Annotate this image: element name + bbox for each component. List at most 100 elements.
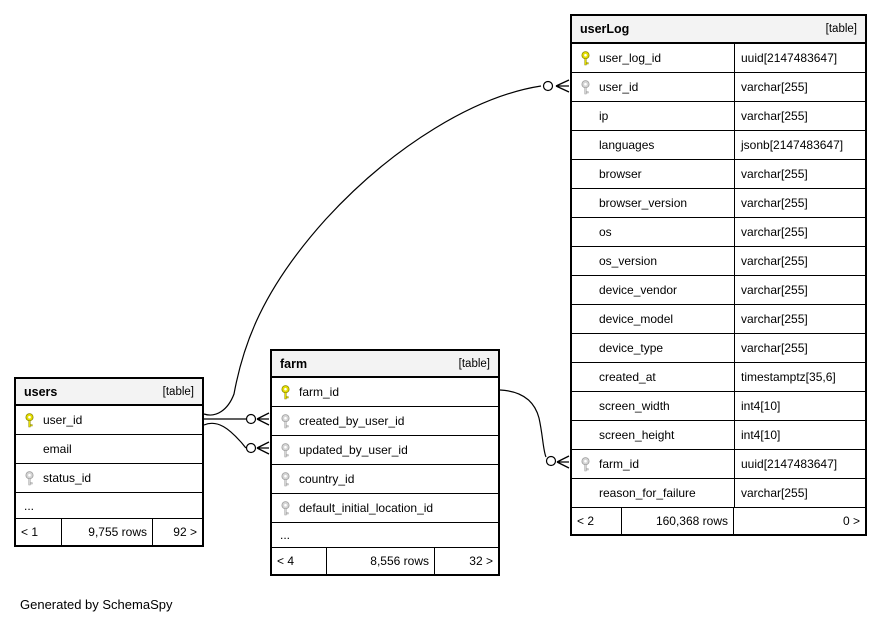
column-name: os	[599, 225, 612, 239]
table-farm-header[interactable]: farm [table]	[272, 351, 498, 378]
column-row[interactable]: device_type varchar[255]	[572, 334, 865, 363]
column-name: ip	[599, 109, 609, 123]
more-columns-indicator: ...	[16, 493, 202, 519]
table-title: farm	[280, 356, 308, 371]
key-icon-slot	[579, 109, 593, 124]
column-name: screen_width	[599, 399, 670, 413]
column-name: reason_for_failure	[599, 486, 696, 500]
table-users-header[interactable]: users [table]	[16, 379, 202, 406]
edge-users-farm-created-by	[204, 412, 270, 426]
column-name: browser_version	[599, 196, 688, 210]
column-type: varchar[255]	[741, 167, 808, 181]
column-row[interactable]: os varchar[255]	[572, 218, 865, 247]
primary-key-icon	[579, 50, 593, 66]
foreign-key-icon	[279, 442, 293, 458]
column-row[interactable]: screen_height int4[10]	[572, 421, 865, 450]
column-name: updated_by_user_id	[299, 443, 408, 457]
column-type: varchar[255]	[741, 341, 808, 355]
column-row[interactable]: device_model varchar[255]	[572, 305, 865, 334]
column-type: varchar[255]	[741, 283, 808, 297]
column-row[interactable]: browser varchar[255]	[572, 160, 865, 189]
table-users-footer: < 1 9,755 rows 92 >	[16, 519, 202, 545]
column-row[interactable]: updated_by_user_id	[272, 436, 498, 465]
edge-users-farm-updated-by	[203, 422, 270, 455]
column-type: timestamptz[35,6]	[741, 370, 836, 384]
column-row[interactable]: user_id	[16, 406, 202, 435]
column-type: varchar[255]	[741, 225, 808, 239]
foreign-key-icon	[279, 413, 293, 429]
column-name: user_id	[43, 413, 83, 427]
column-name: email	[43, 442, 72, 456]
key-icon-slot	[579, 138, 593, 153]
primary-key-icon	[279, 384, 293, 400]
column-row[interactable]: farm_id	[272, 378, 498, 407]
table-userlog-footer: < 2 160,368 rows 0 >	[572, 508, 865, 534]
column-row[interactable]: os_version varchar[255]	[572, 247, 865, 276]
column-row[interactable]: email	[16, 435, 202, 464]
row-count: 9,755 rows	[62, 519, 153, 545]
column-name: browser	[599, 167, 642, 181]
column-row[interactable]: browser_version varchar[255]	[572, 189, 865, 218]
table-userlog: userLog [table] user_log_id uuid[2147483…	[570, 14, 867, 536]
column-row[interactable]: user_log_id uuid[2147483647]	[572, 44, 865, 73]
column-row[interactable]: created_at timestamptz[35,6]	[572, 363, 865, 392]
column-row[interactable]: farm_id uuid[2147483647]	[572, 450, 865, 479]
column-name: created_at	[599, 370, 656, 384]
foreign-key-icon	[579, 456, 593, 472]
column-row[interactable]: languages jsonb[2147483647]	[572, 131, 865, 160]
key-icon-slot	[579, 399, 593, 414]
column-row[interactable]: device_vendor varchar[255]	[572, 276, 865, 305]
column-type: varchar[255]	[741, 80, 808, 94]
table-userlog-header[interactable]: userLog [table]	[572, 16, 865, 44]
column-name: device_model	[599, 312, 674, 326]
column-row[interactable]: country_id	[272, 465, 498, 494]
parent-count: < 2	[572, 508, 622, 534]
column-type: varchar[255]	[741, 109, 808, 123]
column-row[interactable]: ip varchar[255]	[572, 102, 865, 131]
key-icon-slot	[579, 341, 593, 356]
column-row[interactable]: user_id varchar[255]	[572, 73, 865, 102]
column-row[interactable]: screen_width int4[10]	[572, 392, 865, 421]
table-farm: farm [table] farm_id created_by_user_id …	[270, 349, 500, 576]
column-name: default_initial_location_id	[299, 501, 434, 515]
column-row[interactable]: status_id	[16, 464, 202, 493]
column-name: farm_id	[599, 457, 640, 471]
column-type: int4[10]	[741, 399, 781, 413]
column-name: user_id	[599, 80, 639, 94]
foreign-key-icon	[579, 79, 593, 95]
child-count: 92 >	[173, 525, 197, 539]
key-icon-slot	[579, 370, 593, 385]
column-name: device_type	[599, 341, 664, 355]
key-icon-slot	[579, 486, 593, 501]
table-type-badge: [table]	[458, 357, 490, 370]
column-type: varchar[255]	[741, 254, 808, 268]
column-row[interactable]: default_initial_location_id	[272, 494, 498, 523]
column-name: languages	[599, 138, 655, 152]
parent-count: < 1	[16, 519, 62, 545]
parent-count: < 4	[272, 548, 327, 574]
column-name: os_version	[599, 254, 658, 268]
table-title: users	[24, 384, 58, 399]
column-name: status_id	[43, 471, 92, 485]
column-type: varchar[255]	[741, 312, 808, 326]
key-icon-slot	[23, 442, 37, 457]
key-icon-slot	[579, 428, 593, 443]
column-name: created_by_user_id	[299, 414, 405, 428]
table-farm-footer: < 4 8,556 rows 32 >	[272, 548, 498, 574]
row-count: 160,368 rows	[622, 508, 734, 534]
column-row[interactable]: created_by_user_id	[272, 407, 498, 436]
table-title: userLog	[580, 22, 630, 36]
column-type: jsonb[2147483647]	[741, 138, 844, 152]
column-name: farm_id	[299, 385, 340, 399]
column-row[interactable]: reason_for_failure varchar[255]	[572, 479, 865, 508]
column-name: device_vendor	[599, 283, 678, 297]
column-type: uuid[2147483647]	[741, 457, 838, 471]
key-icon-slot	[579, 254, 593, 269]
column-type: uuid[2147483647]	[741, 51, 838, 65]
key-icon-slot	[579, 167, 593, 182]
key-icon-slot	[579, 312, 593, 327]
column-type: varchar[255]	[741, 196, 808, 210]
key-icon-slot	[579, 225, 593, 240]
column-type: int4[10]	[741, 428, 781, 442]
primary-key-icon	[23, 412, 37, 428]
